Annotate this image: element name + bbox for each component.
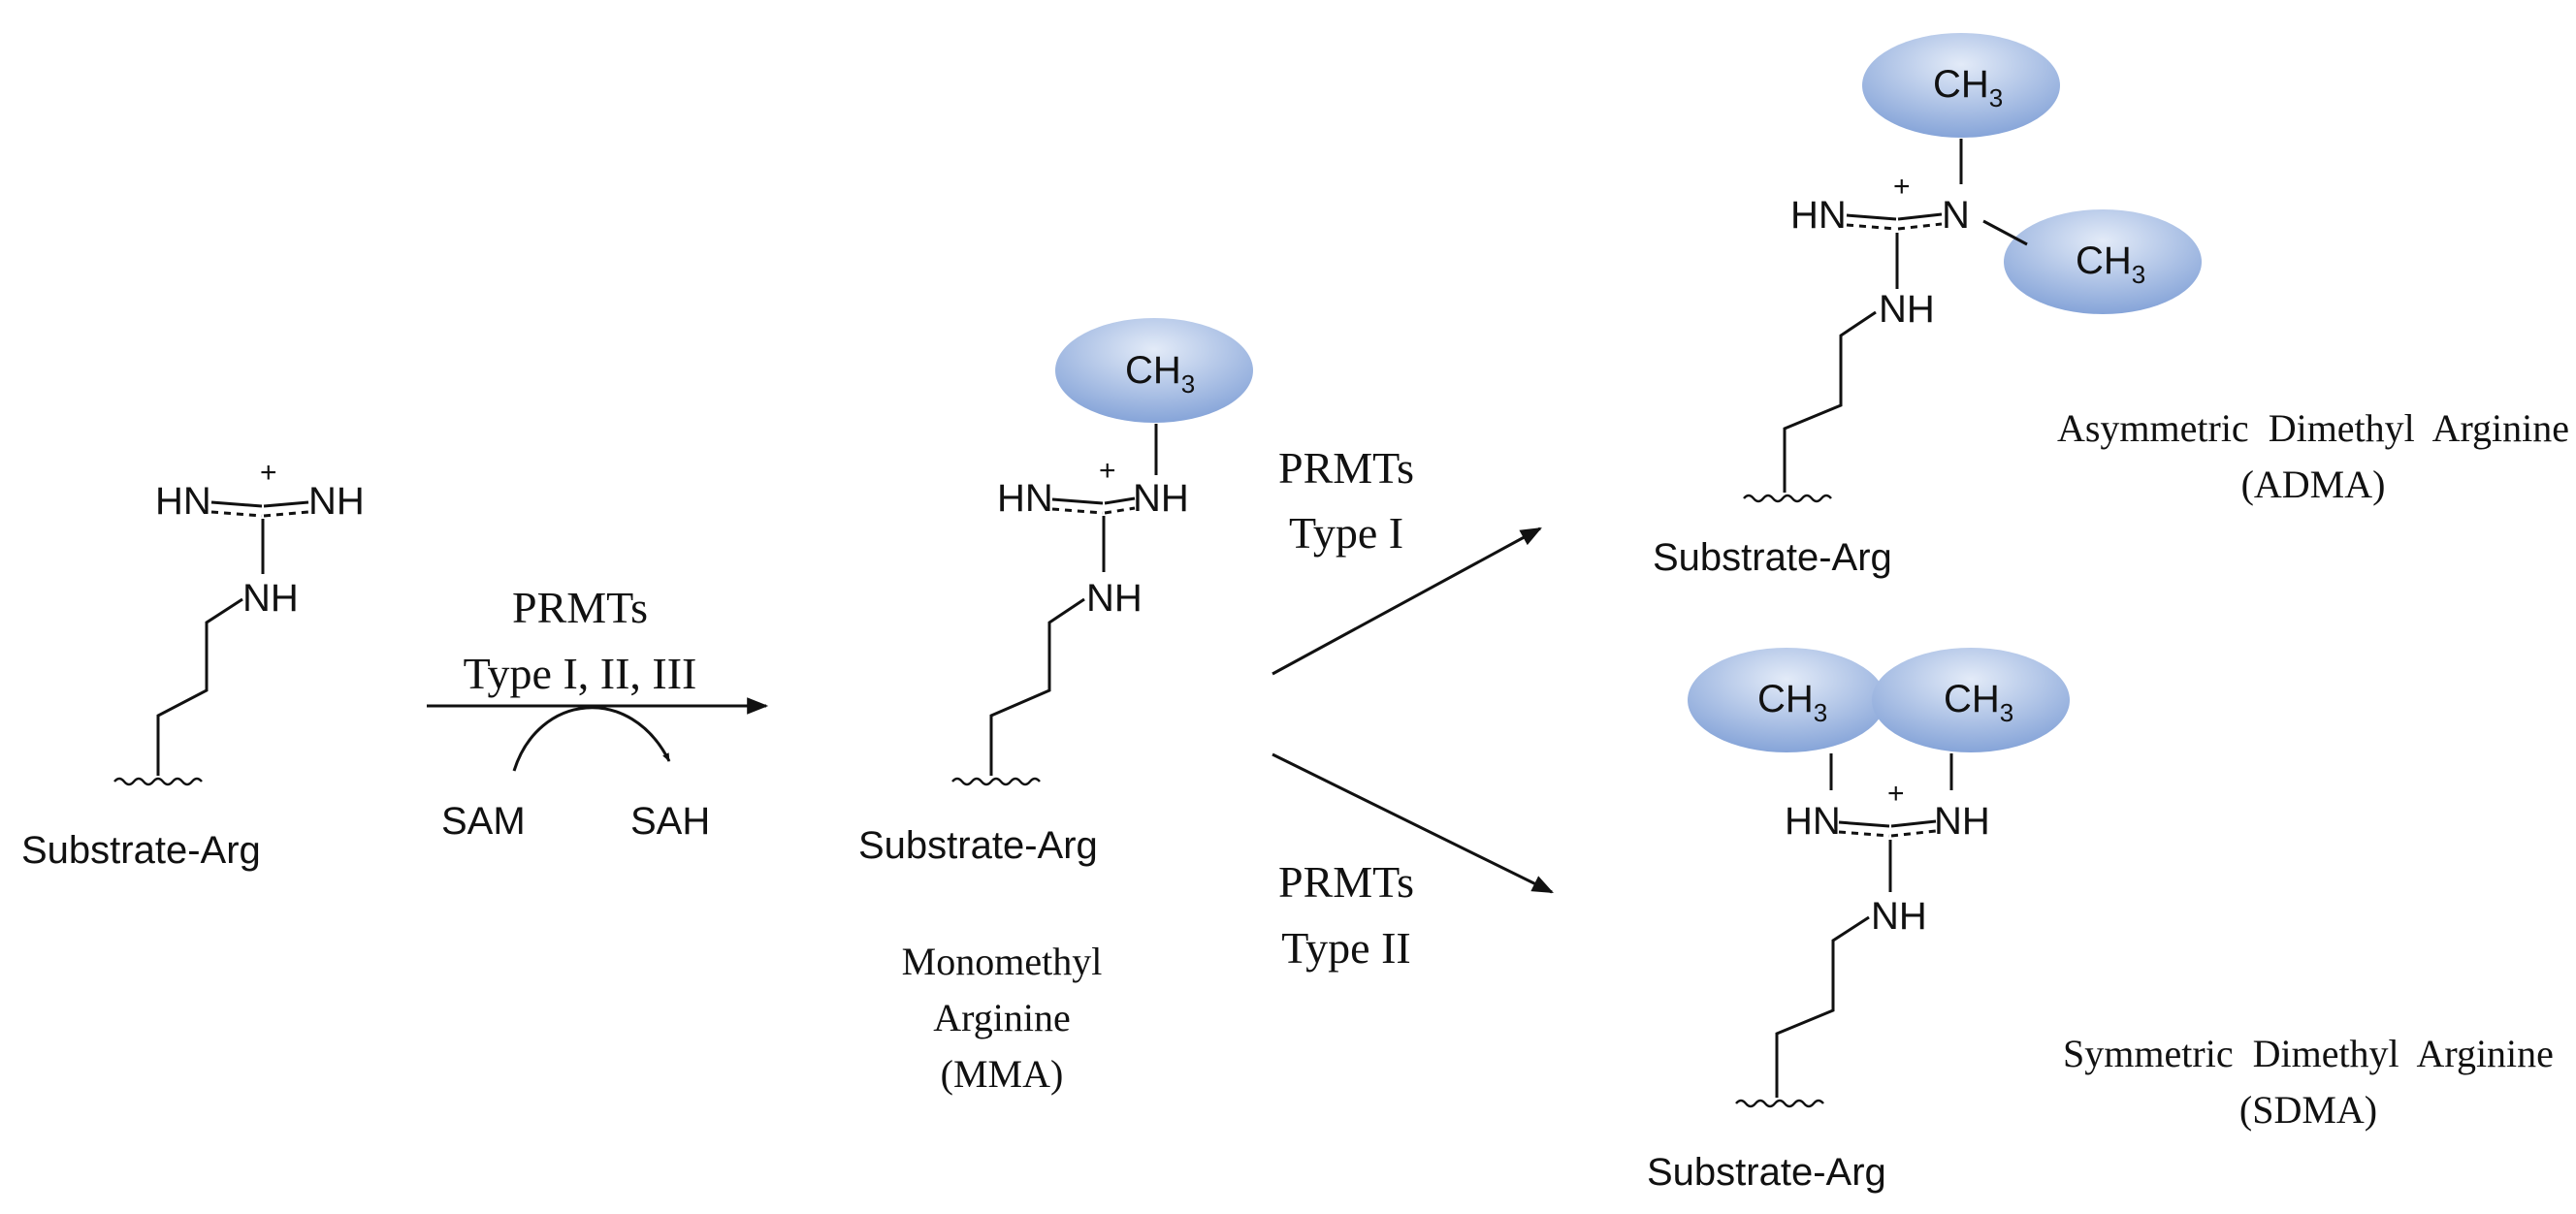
adma-dash-right [1897,222,1943,231]
mma-nh-bottom-label: NH [1086,577,1143,620]
adma-name-line2: (ADMA) [2241,463,2386,506]
adma-enzyme-label: PRMTs [1278,443,1414,493]
arg-charge: + [260,457,277,489]
arg-dash-right [263,510,309,518]
step1-enzyme-label: PRMTs [512,583,648,632]
reaction-to-adma: PRMTs Type I [1272,443,1542,676]
sdma-name-line2: (SDMA) [2239,1088,2377,1132]
arg-nh-right-label: NH [308,480,365,523]
adma-chain [1783,310,1877,493]
adma-dash-left [1846,223,1897,231]
sah-label: SAH [630,800,710,843]
adma-ch3-top-ellipse [1862,33,2060,138]
adma-n-label: N [1942,194,1970,237]
sdma-ch3-left-ellipse [1688,648,1885,752]
mma-structure: CH3 HN + NH NH Substrate-Arg Monomethyl … [858,318,1253,1096]
reaction-to-sdma: PRMTs Type II [1272,752,1554,973]
arg-nh-bottom-label: NH [242,577,299,620]
arg-chain [156,597,243,776]
sdma-name-line1: Symmetric Dimethyl Arginine [2063,1032,2554,1075]
mma-name-line3: (MMA) [941,1052,1064,1096]
sdma-dash-right [1890,829,1937,838]
mma-wavy-bond [951,777,1041,786]
cofactor-curve-arrow [512,706,671,772]
sdma-types-label: Type II [1281,923,1410,973]
arg-bond-right [263,500,309,508]
adma-bond-left [1846,213,1897,221]
adma-types-label: Type I [1289,508,1403,558]
reaction-step1: PRMTs Type I, II, III SAM SAH [427,583,769,843]
arg-hn-label: HN [155,480,211,523]
arg-bond-left [210,500,263,508]
adma-ch3-top-label: CH3 [1933,63,2003,112]
sdma-ch3-right-ellipse [1872,648,2070,752]
mma-ch3-ellipse [1055,318,1253,423]
mma-bond-right [1104,496,1136,505]
mma-chain [989,597,1085,776]
adma-ch3-right-label: CH3 [2076,240,2145,289]
sdma-structure: CH3 CH3 HN + NH NH Substrate-Arg Symmetr… [1647,648,2554,1194]
mma-nh-right-label: NH [1133,477,1189,520]
sdma-chain [1775,915,1870,1098]
sdma-ch3-left-label: CH3 [1757,678,1827,727]
arg-dash-left [210,510,263,518]
arginine-structure: HN + NH NH Substrate-Arg [21,457,365,872]
arrow-to-adma [1272,527,1542,676]
adma-ch3-right-ellipse [2004,209,2202,314]
arg-substrate-label: Substrate-Arg [21,829,261,872]
adma-structure: CH3 CH3 HN + N NH Substrate-Arg Asymmetr… [1653,33,2569,579]
arg-wavy-bond [113,777,203,786]
step1-types-label: Type I, II, III [464,649,697,698]
mma-charge: + [1099,455,1116,487]
sdma-bond-right [1890,819,1937,828]
mma-name-line2: Arginine [933,996,1070,1039]
mma-substrate-label: Substrate-Arg [858,824,1098,867]
sdma-hn-label: HN [1785,800,1841,843]
mma-bond-left [1051,497,1104,505]
sdma-enzyme-label: PRMTs [1278,857,1414,907]
sam-label: SAM [441,800,526,843]
sdma-nh-bottom-label: NH [1871,895,1927,938]
sdma-nh-right-label: NH [1934,800,1990,843]
mma-dash-left [1051,507,1104,515]
sdma-bond-left [1838,820,1890,828]
adma-nh-bottom-label: NH [1879,288,1935,331]
sdma-substrate-label: Substrate-Arg [1647,1151,1886,1194]
adma-name-line1: Asymmetric Dimethyl Arginine [2057,406,2569,450]
sdma-wavy-bond [1735,1099,1824,1108]
mma-name-line1: Monomethyl [902,940,1103,983]
adma-bond-right [1897,212,1943,221]
sdma-dash-left [1838,830,1890,838]
sdma-ch3-right-label: CH3 [1944,678,2013,727]
adma-charge: + [1893,171,1911,203]
adma-wavy-bond [1743,494,1832,503]
arrow-to-sdma [1272,752,1554,894]
sdma-charge: + [1887,778,1905,810]
adma-hn-label: HN [1790,194,1847,237]
mma-dash-right [1104,506,1136,515]
mma-ch3-label: CH3 [1125,349,1195,399]
adma-substrate-label: Substrate-Arg [1653,536,1892,579]
mma-hn-label: HN [997,477,1053,520]
adma-ch3-right-bond [1982,219,2028,246]
